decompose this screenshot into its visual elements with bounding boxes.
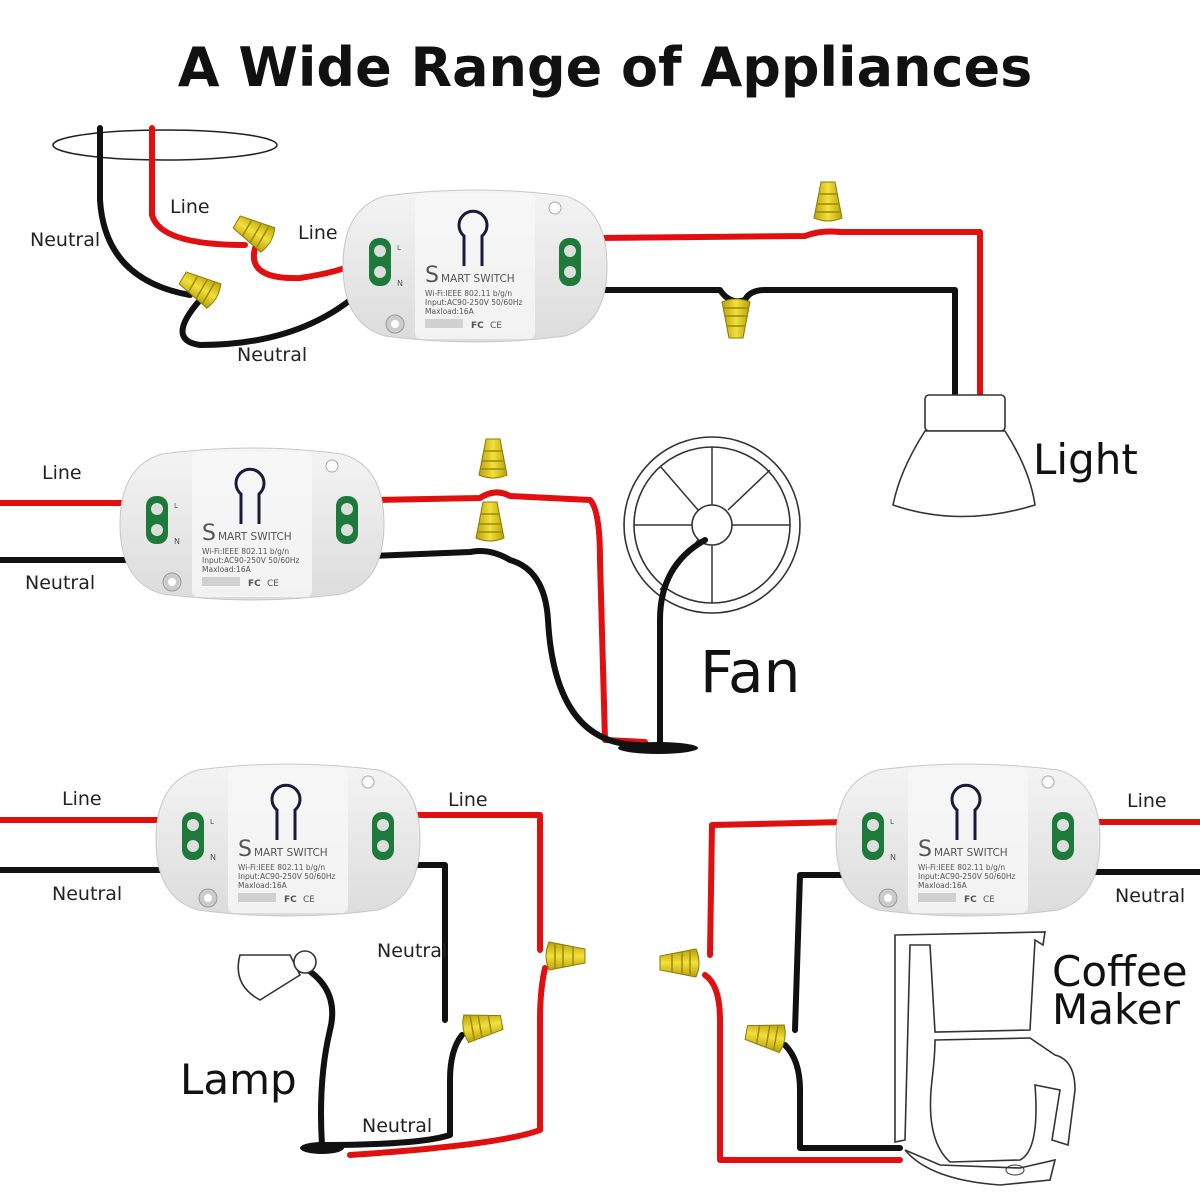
label-neutral: Neutral	[377, 940, 447, 962]
terminal-l-label: L	[890, 818, 894, 826]
smart-switch-module-1: L N S MART SWITCH Wi-Fi:IEEE 802.11 b/g/…	[342, 189, 608, 343]
line-in-wire	[149, 125, 248, 248]
brand-initial: S	[918, 837, 932, 862]
brand-name: MART SWITCH	[441, 273, 515, 285]
label-neutral: Neutral	[52, 883, 122, 905]
neutral-to-lamp-wire	[317, 1032, 465, 1148]
line-out-wire	[402, 812, 543, 953]
neutral-out-wire	[595, 287, 958, 403]
circuit-light: L N S MART SWITCH Wi-Fi:IEEE 802.11 b/g/…	[30, 125, 1138, 518]
terminal-l-label: L	[210, 818, 214, 826]
label-neutral: Neutral	[1115, 885, 1185, 907]
line-out-wire	[369, 489, 648, 745]
appliance-label-lamp: Lamp	[180, 1055, 297, 1104]
spec-input: Input:AC90-250V 50/60Hz	[238, 872, 336, 881]
spec-wifi: Wi-Fi:IEEE 802.11 b/g/n	[425, 289, 512, 298]
circuit-fan: L N S MART SWITCH Wi-Fi:IEEE 802.11 b/g/…	[0, 436, 801, 754]
neutral-to-appliance-wire	[782, 1042, 903, 1151]
page-title: A Wide Range of Appliances	[178, 36, 1032, 99]
spec-wifi: Wi-Fi:IEEE 802.11 b/g/n	[918, 863, 1005, 872]
label-neutral: Neutral	[25, 572, 95, 594]
wire-nut	[743, 1017, 788, 1054]
smart-switch-module-4: L N S MART SWITCH Wi-Fi:IEEE 802.11 b/g/…	[835, 763, 1101, 917]
brand-name: MART SWITCH	[934, 847, 1008, 859]
terminal-l-label: L	[174, 502, 178, 510]
spec-input: Input:AC90-250V 50/60Hz	[918, 872, 1016, 881]
fc-mark: FC	[471, 321, 484, 331]
spec-input: Input:AC90-250V 50/60Hz	[202, 556, 300, 565]
brand-initial: S	[425, 263, 439, 288]
label-line: Line	[448, 789, 488, 811]
fan-icon	[623, 436, 801, 614]
brand-name: MART SWITCH	[218, 531, 292, 543]
terminal-n-label: N	[397, 279, 403, 288]
terminal-n-label: N	[890, 853, 896, 862]
line-to-lamp-wire	[347, 965, 548, 1158]
brand-initial: S	[202, 521, 216, 546]
brand-initial: S	[238, 837, 252, 862]
label-line: Line	[298, 222, 338, 244]
fc-mark: FC	[248, 579, 261, 589]
line-to-appliance-wire	[702, 972, 903, 1163]
desk-lamp-icon	[237, 950, 344, 1154]
neutral-out-wire	[792, 872, 848, 1033]
spec-load: Maxload:16A	[425, 307, 475, 316]
line-out-wire	[707, 819, 848, 958]
wire-nut	[545, 941, 586, 971]
spec-input: Input:AC90-250V 50/60Hz	[425, 298, 523, 307]
label-neutral: Neutral	[30, 229, 100, 251]
ce-mark: CE	[267, 579, 279, 589]
spec-load: Maxload:16A	[918, 881, 968, 890]
fc-mark: FC	[284, 895, 297, 905]
wire-nut	[659, 948, 700, 978]
neutral-out-wire	[402, 862, 448, 1023]
wire-nut	[478, 438, 508, 479]
neutral-out-wire	[369, 548, 643, 748]
terminal-l-label: L	[397, 244, 401, 252]
appliance-label-fan: Fan	[700, 638, 800, 706]
spec-load: Maxload:16A	[202, 565, 252, 574]
ce-mark: CE	[490, 321, 502, 331]
label-line: Line	[62, 788, 102, 810]
fc-mark: FC	[964, 895, 977, 905]
appliance-label-coffee: Coffee	[1052, 947, 1188, 996]
wire-nut	[460, 1007, 505, 1044]
wire-nut	[813, 181, 843, 222]
label-line: Line	[170, 196, 210, 218]
coffee-maker-icon	[894, 931, 1076, 1186]
appliance-label-maker: Maker	[1052, 985, 1181, 1034]
spec-wifi: Wi-Fi:IEEE 802.11 b/g/n	[238, 863, 325, 872]
light-bulb-icon	[892, 394, 1036, 518]
neutral-in-wire	[97, 125, 193, 298]
terminal-n-label: N	[174, 537, 180, 546]
terminal-n-label: N	[210, 853, 216, 862]
label-line: Line	[1127, 790, 1167, 812]
brand-name: MART SWITCH	[254, 847, 328, 859]
neutral-loop-wire	[179, 289, 363, 348]
label-neutral: Neutral	[362, 1115, 432, 1137]
label-line: Line	[42, 462, 82, 484]
fan-cord	[657, 537, 708, 748]
ce-mark: CE	[983, 895, 995, 905]
spec-wifi: Wi-Fi:IEEE 802.11 b/g/n	[202, 547, 289, 556]
appliance-label-light: Light	[1033, 435, 1138, 484]
circuit-lamp: L N S MART SWITCH Wi-Fi:IEEE 802.11 b/g/…	[0, 763, 586, 1158]
line-out-wire	[595, 228, 983, 403]
smart-switch-module-3: L N S MART SWITCH Wi-Fi:IEEE 802.11 b/g/…	[155, 763, 421, 917]
wire-nut	[475, 501, 505, 542]
fan-base	[618, 742, 698, 754]
circuit-coffee-maker: L N S MART SWITCH Wi-Fi:IEEE 802.11 b/g/…	[659, 763, 1200, 1186]
ce-mark: CE	[303, 895, 315, 905]
label-neutral: Neutral	[237, 344, 307, 366]
spec-load: Maxload:16A	[238, 881, 288, 890]
wire-nut	[721, 298, 751, 339]
ceiling-box-ring	[52, 129, 278, 161]
smart-switch-module-2: L N S MART SWITCH Wi-Fi:IEEE 802.11 b/g/…	[119, 447, 385, 601]
